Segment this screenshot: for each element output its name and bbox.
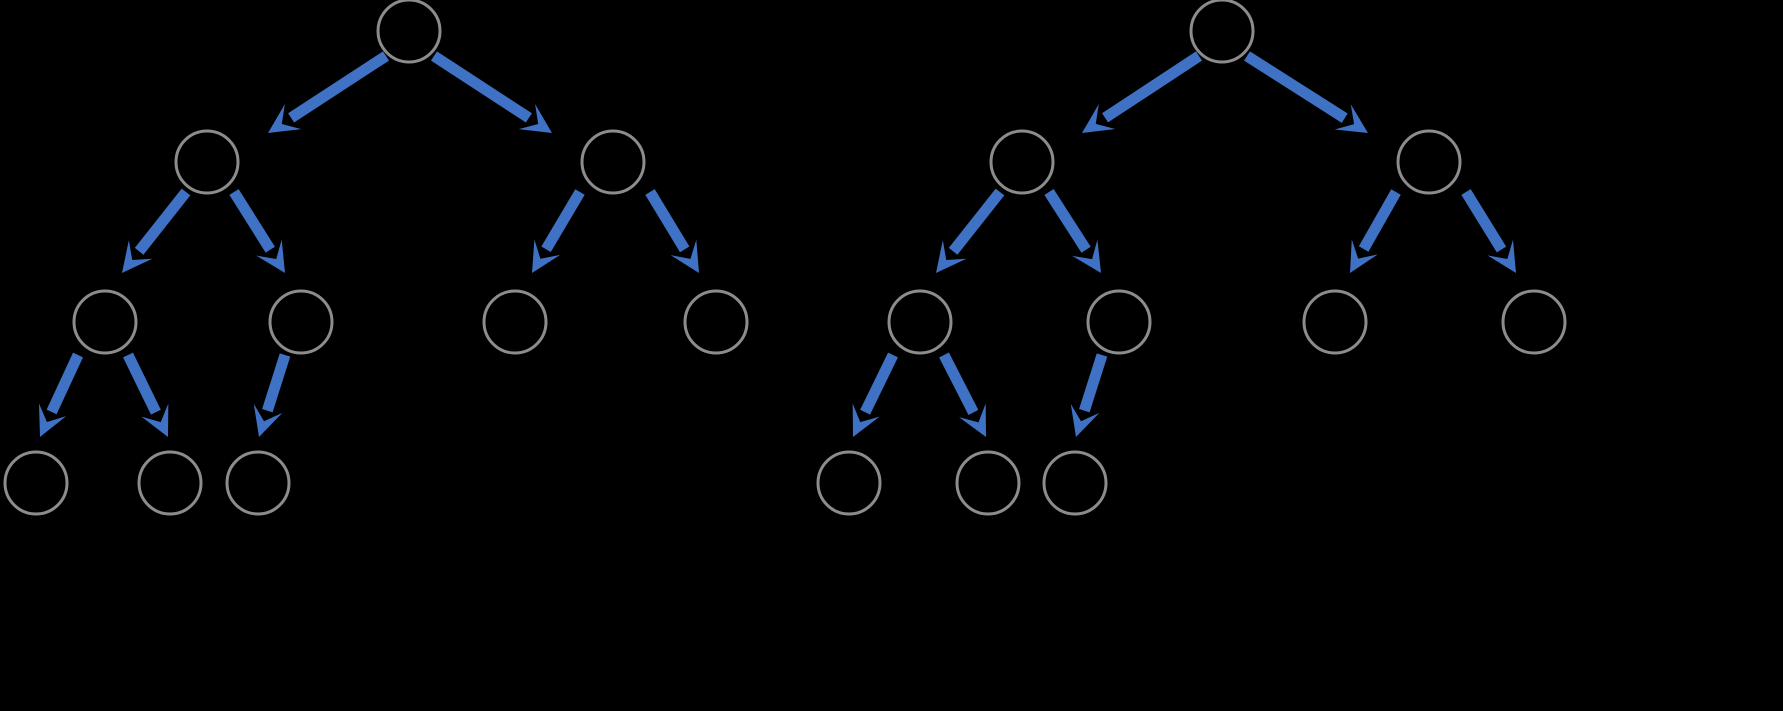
arrow-head-L-e5 xyxy=(670,239,699,273)
tree-edge-R-e1 xyxy=(1244,51,1368,133)
tree-edge-R-e0 xyxy=(1082,51,1203,133)
tree-edge-R-e3 xyxy=(1044,189,1101,273)
tree-node-R-n5[interactable] xyxy=(1302,289,1368,355)
tree-node-L-n3[interactable] xyxy=(72,289,138,355)
tree-edge-R-e6 xyxy=(852,352,898,437)
arrow-head-R-e8 xyxy=(1070,403,1100,437)
edge-shaft-L-e5 xyxy=(645,189,690,253)
tree-node-L-n7[interactable] xyxy=(3,450,69,516)
edges-layer xyxy=(39,51,1516,437)
tree-node-R-n7[interactable] xyxy=(816,450,882,516)
edge-shaft-R-e8 xyxy=(1079,353,1108,413)
tree-edge-L-e4 xyxy=(532,189,585,273)
edge-shaft-R-e7 xyxy=(939,352,979,415)
arrow-head-R-e5 xyxy=(1487,239,1516,273)
arrow-head-L-e4 xyxy=(532,239,561,273)
edge-shaft-L-e4 xyxy=(541,189,585,253)
arrow-head-L-e7 xyxy=(141,403,169,437)
edge-shaft-L-e1 xyxy=(430,51,532,123)
edge-shaft-L-e6 xyxy=(46,352,83,415)
edge-shaft-L-e2 xyxy=(134,188,191,255)
tree-edge-L-e6 xyxy=(39,352,83,437)
arrow-head-R-e2 xyxy=(936,240,967,273)
tree-node-R-n2[interactable] xyxy=(1396,129,1462,195)
edge-shaft-L-e8 xyxy=(262,353,291,413)
arrow-head-R-e4 xyxy=(1350,239,1378,273)
arrow-head-L-e1 xyxy=(518,104,552,133)
arrow-head-R-e1 xyxy=(1334,104,1368,133)
tree-edge-R-e7 xyxy=(939,352,986,437)
tree-node-R-n8[interactable] xyxy=(955,450,1021,516)
edge-shaft-R-e4 xyxy=(1358,189,1401,252)
edge-shaft-L-e3 xyxy=(229,189,275,253)
arrow-head-R-e7 xyxy=(958,403,986,437)
tree-node-R-n0[interactable] xyxy=(1189,0,1255,64)
tree-node-L-n1[interactable] xyxy=(174,129,240,195)
tree-edge-L-e1 xyxy=(430,51,552,133)
arrow-head-L-e8 xyxy=(253,403,283,437)
tree-edge-L-e3 xyxy=(229,189,285,273)
tree-edge-L-e7 xyxy=(123,352,169,437)
arrow-head-L-e0 xyxy=(268,104,302,133)
tree-edge-R-e8 xyxy=(1070,353,1108,437)
tree-node-R-n3[interactable] xyxy=(887,289,953,355)
arrow-head-L-e3 xyxy=(256,239,285,273)
tree-edge-R-e2 xyxy=(936,188,1005,273)
tree-node-L-n5[interactable] xyxy=(482,289,548,355)
tree-node-L-n0[interactable] xyxy=(376,0,442,64)
tree-node-L-n2[interactable] xyxy=(580,129,646,195)
tree-node-R-n9[interactable] xyxy=(1042,450,1108,516)
tree-edge-L-e5 xyxy=(645,189,699,273)
arrow-head-R-e3 xyxy=(1072,239,1101,273)
tree-edge-R-e5 xyxy=(1461,189,1516,273)
tree-node-R-n4[interactable] xyxy=(1086,289,1152,355)
arrow-head-L-e2 xyxy=(122,240,153,273)
edge-shaft-R-e2 xyxy=(948,188,1005,255)
tree-node-L-n8[interactable] xyxy=(137,450,203,516)
tree-edge-L-e0 xyxy=(268,51,390,133)
edge-shaft-R-e6 xyxy=(860,352,898,415)
tree-node-L-n9[interactable] xyxy=(225,450,291,516)
edge-shaft-R-e5 xyxy=(1461,189,1507,253)
edge-shaft-L-e0 xyxy=(288,51,390,123)
tree-node-L-n4[interactable] xyxy=(268,289,334,355)
tree-node-R-n6[interactable] xyxy=(1501,289,1567,355)
edge-shaft-R-e1 xyxy=(1244,51,1348,123)
tree-node-L-n6[interactable] xyxy=(683,289,749,355)
arrow-head-L-e6 xyxy=(39,403,67,437)
tree-edge-L-e2 xyxy=(122,188,191,273)
edge-shaft-R-e3 xyxy=(1044,189,1091,253)
tree-edge-L-e8 xyxy=(253,353,291,437)
edge-shaft-R-e0 xyxy=(1102,51,1203,123)
arrow-head-R-e0 xyxy=(1082,103,1116,133)
tree-node-R-n1[interactable] xyxy=(989,129,1055,195)
tree-edge-R-e4 xyxy=(1350,189,1401,273)
arrow-head-R-e6 xyxy=(852,403,880,437)
edge-shaft-L-e7 xyxy=(123,352,161,415)
nodes-layer xyxy=(3,0,1567,516)
